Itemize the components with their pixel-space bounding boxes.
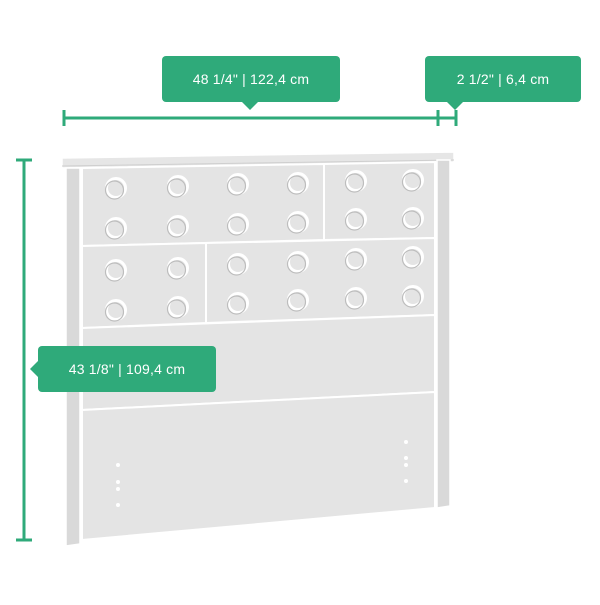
mounting-holes-right — [404, 440, 408, 483]
knob — [344, 208, 367, 231]
knob — [286, 172, 309, 195]
height-callout: 43 1/8" | 109,4 cm — [30, 346, 216, 392]
knob — [286, 211, 309, 234]
height-dimension-line — [16, 158, 32, 542]
knob — [226, 173, 249, 196]
knob — [104, 177, 127, 200]
knob — [401, 207, 424, 230]
panel-bottom — [81, 390, 436, 542]
knob — [344, 248, 367, 271]
knob — [166, 296, 189, 319]
knob — [166, 215, 189, 238]
knob — [104, 259, 127, 282]
depth-label: 2 1/2" | 6,4 cm — [456, 71, 550, 87]
knob — [226, 292, 249, 315]
knob — [226, 253, 249, 276]
knob — [401, 169, 424, 192]
knob — [344, 287, 367, 310]
panel-middle-left — [81, 241, 207, 330]
headboard-top-rail — [61, 151, 455, 169]
knob — [166, 257, 189, 280]
knob — [104, 217, 127, 240]
knob — [226, 213, 249, 236]
depth-dimension-line — [438, 110, 458, 126]
knob — [401, 246, 424, 269]
knob — [286, 251, 309, 274]
height-label: 43 1/8" | 109,4 cm — [68, 361, 186, 377]
knob — [344, 170, 367, 193]
knob — [166, 175, 189, 198]
width-label: 48 1/4" | 122,4 cm — [192, 71, 310, 87]
decorative-knobs — [104, 169, 424, 322]
knob — [286, 289, 309, 312]
width-dimension-line — [62, 110, 440, 126]
knob — [401, 285, 424, 308]
depth-callout: 2 1/2" | 6,4 cm — [425, 56, 581, 110]
width-callout: 48 1/4" | 122,4 cm — [162, 56, 340, 110]
headboard-right-post — [436, 159, 451, 509]
mounting-holes-left — [116, 463, 120, 507]
knob — [104, 299, 127, 322]
